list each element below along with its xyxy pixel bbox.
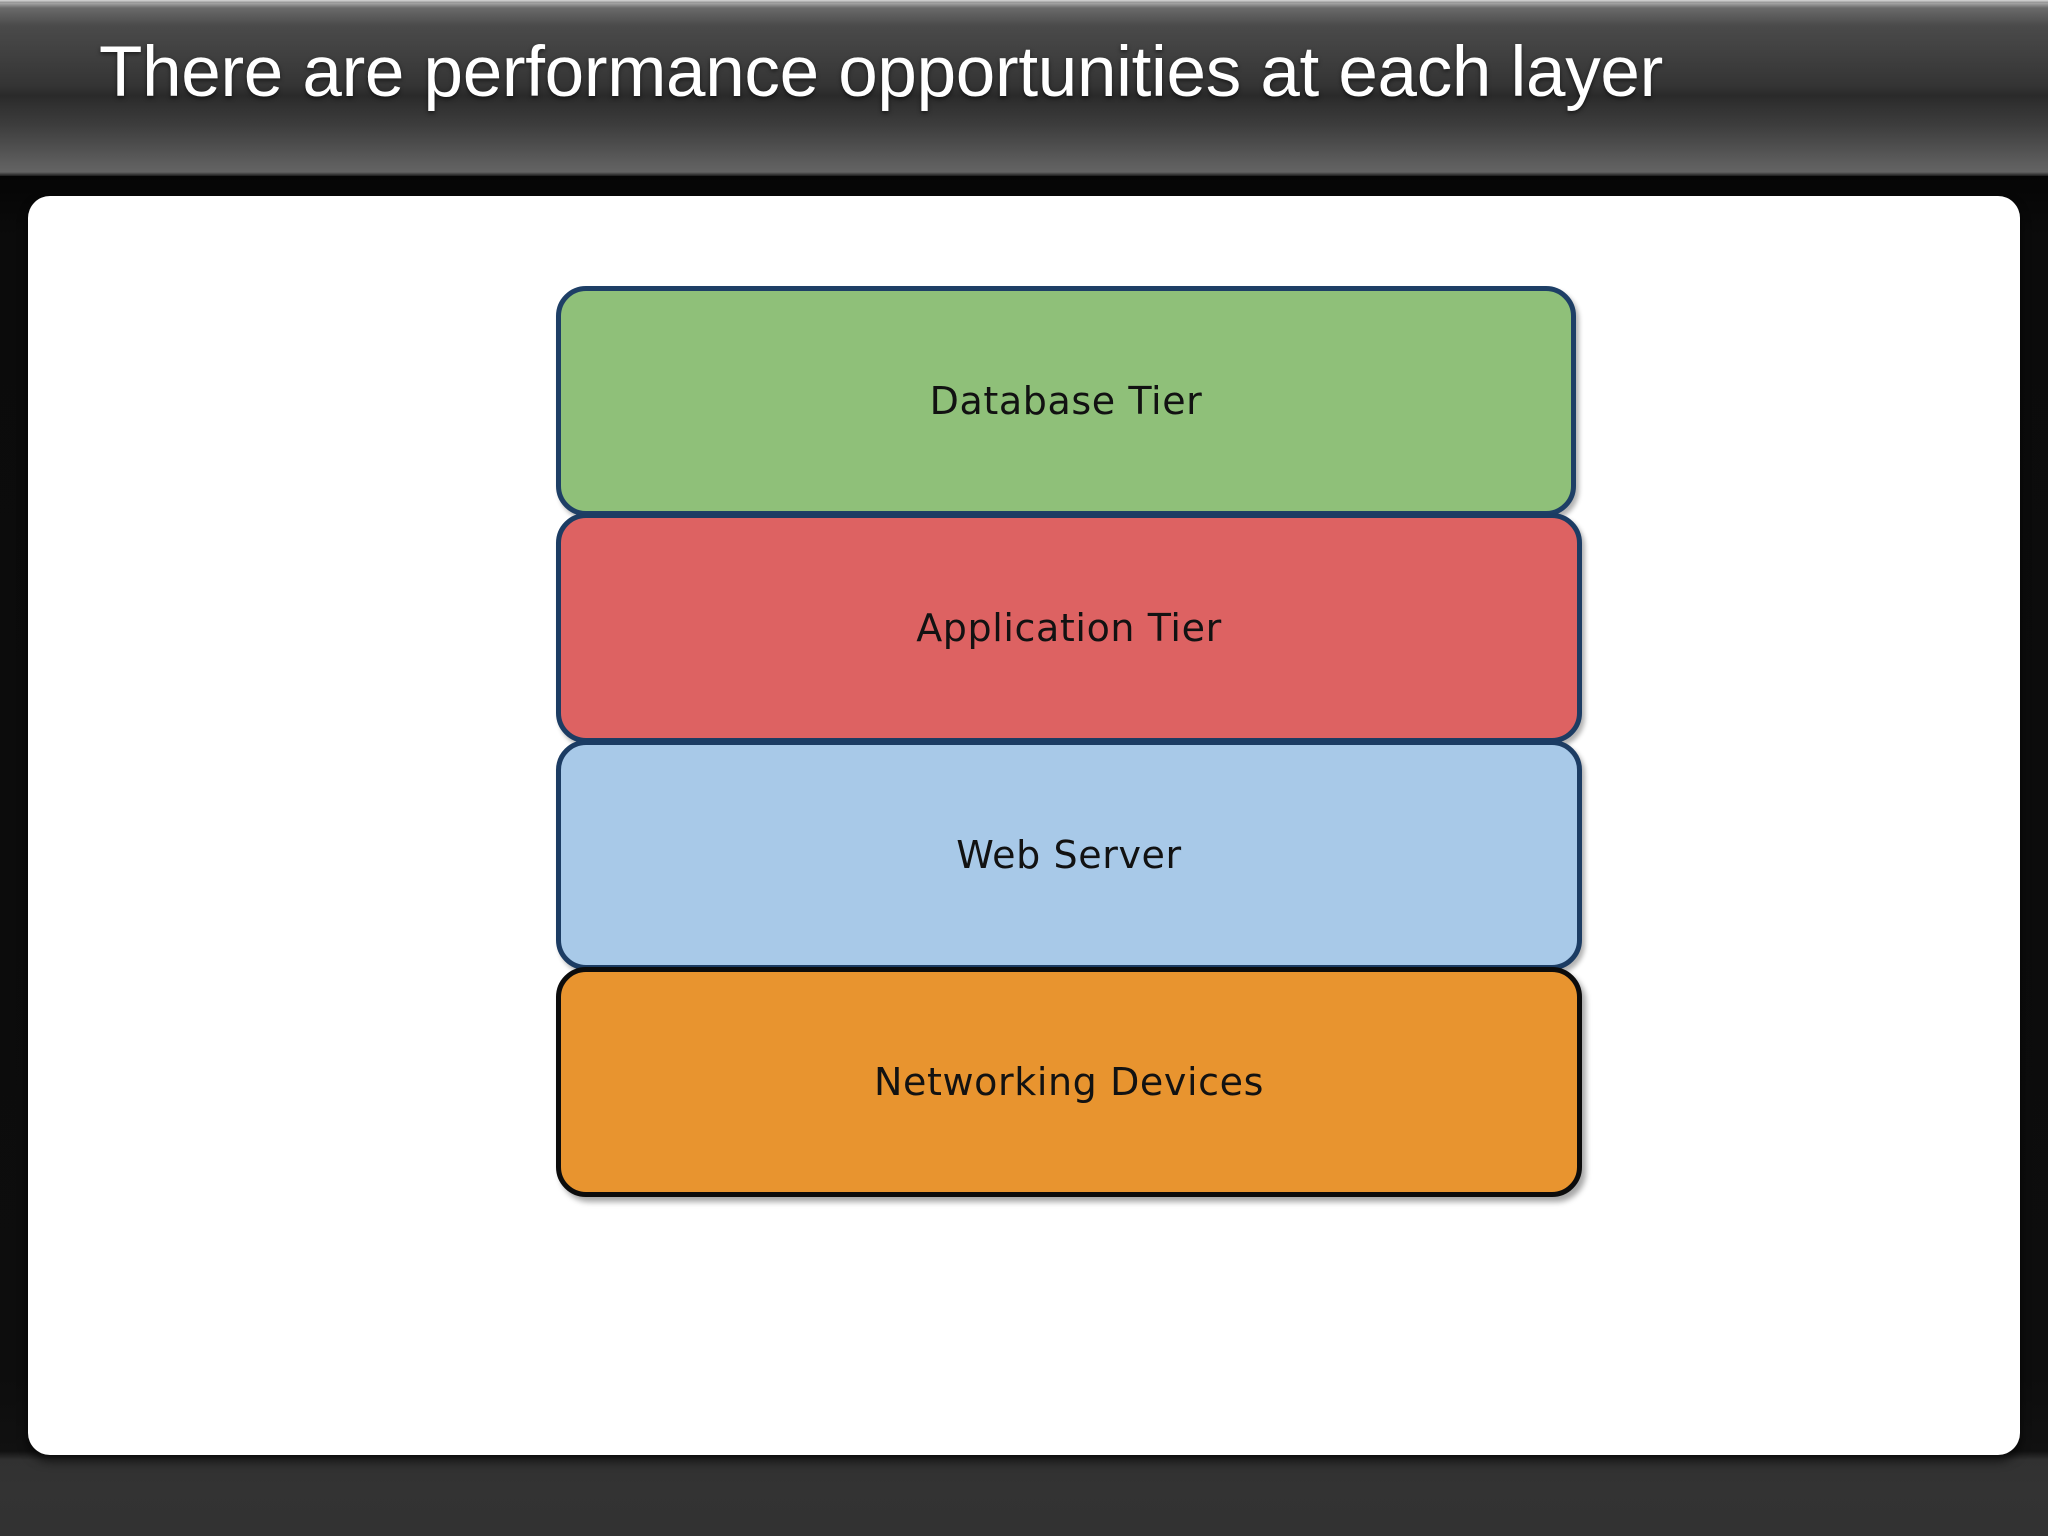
layer-stack-diagram: Database Tier Application Tier Web Serve… xyxy=(28,196,2020,1455)
layer-label-application-tier: Application Tier xyxy=(916,606,1222,650)
page-title: There are performance opportunities at e… xyxy=(99,33,1663,112)
layer-label-web-server: Web Server xyxy=(956,833,1182,877)
content-panel: Database Tier Application Tier Web Serve… xyxy=(28,196,2020,1455)
layer-label-database-tier: Database Tier xyxy=(929,379,1203,423)
layer-box-networking-devices[interactable]: Networking Devices xyxy=(556,967,1582,1197)
layer-box-web-server[interactable]: Web Server xyxy=(556,740,1582,970)
layer-box-database-tier[interactable]: Database Tier xyxy=(556,286,1576,516)
layer-box-application-tier[interactable]: Application Tier xyxy=(556,513,1582,743)
layer-label-networking-devices: Networking Devices xyxy=(873,1060,1265,1104)
slide-header-band xyxy=(0,0,2048,176)
